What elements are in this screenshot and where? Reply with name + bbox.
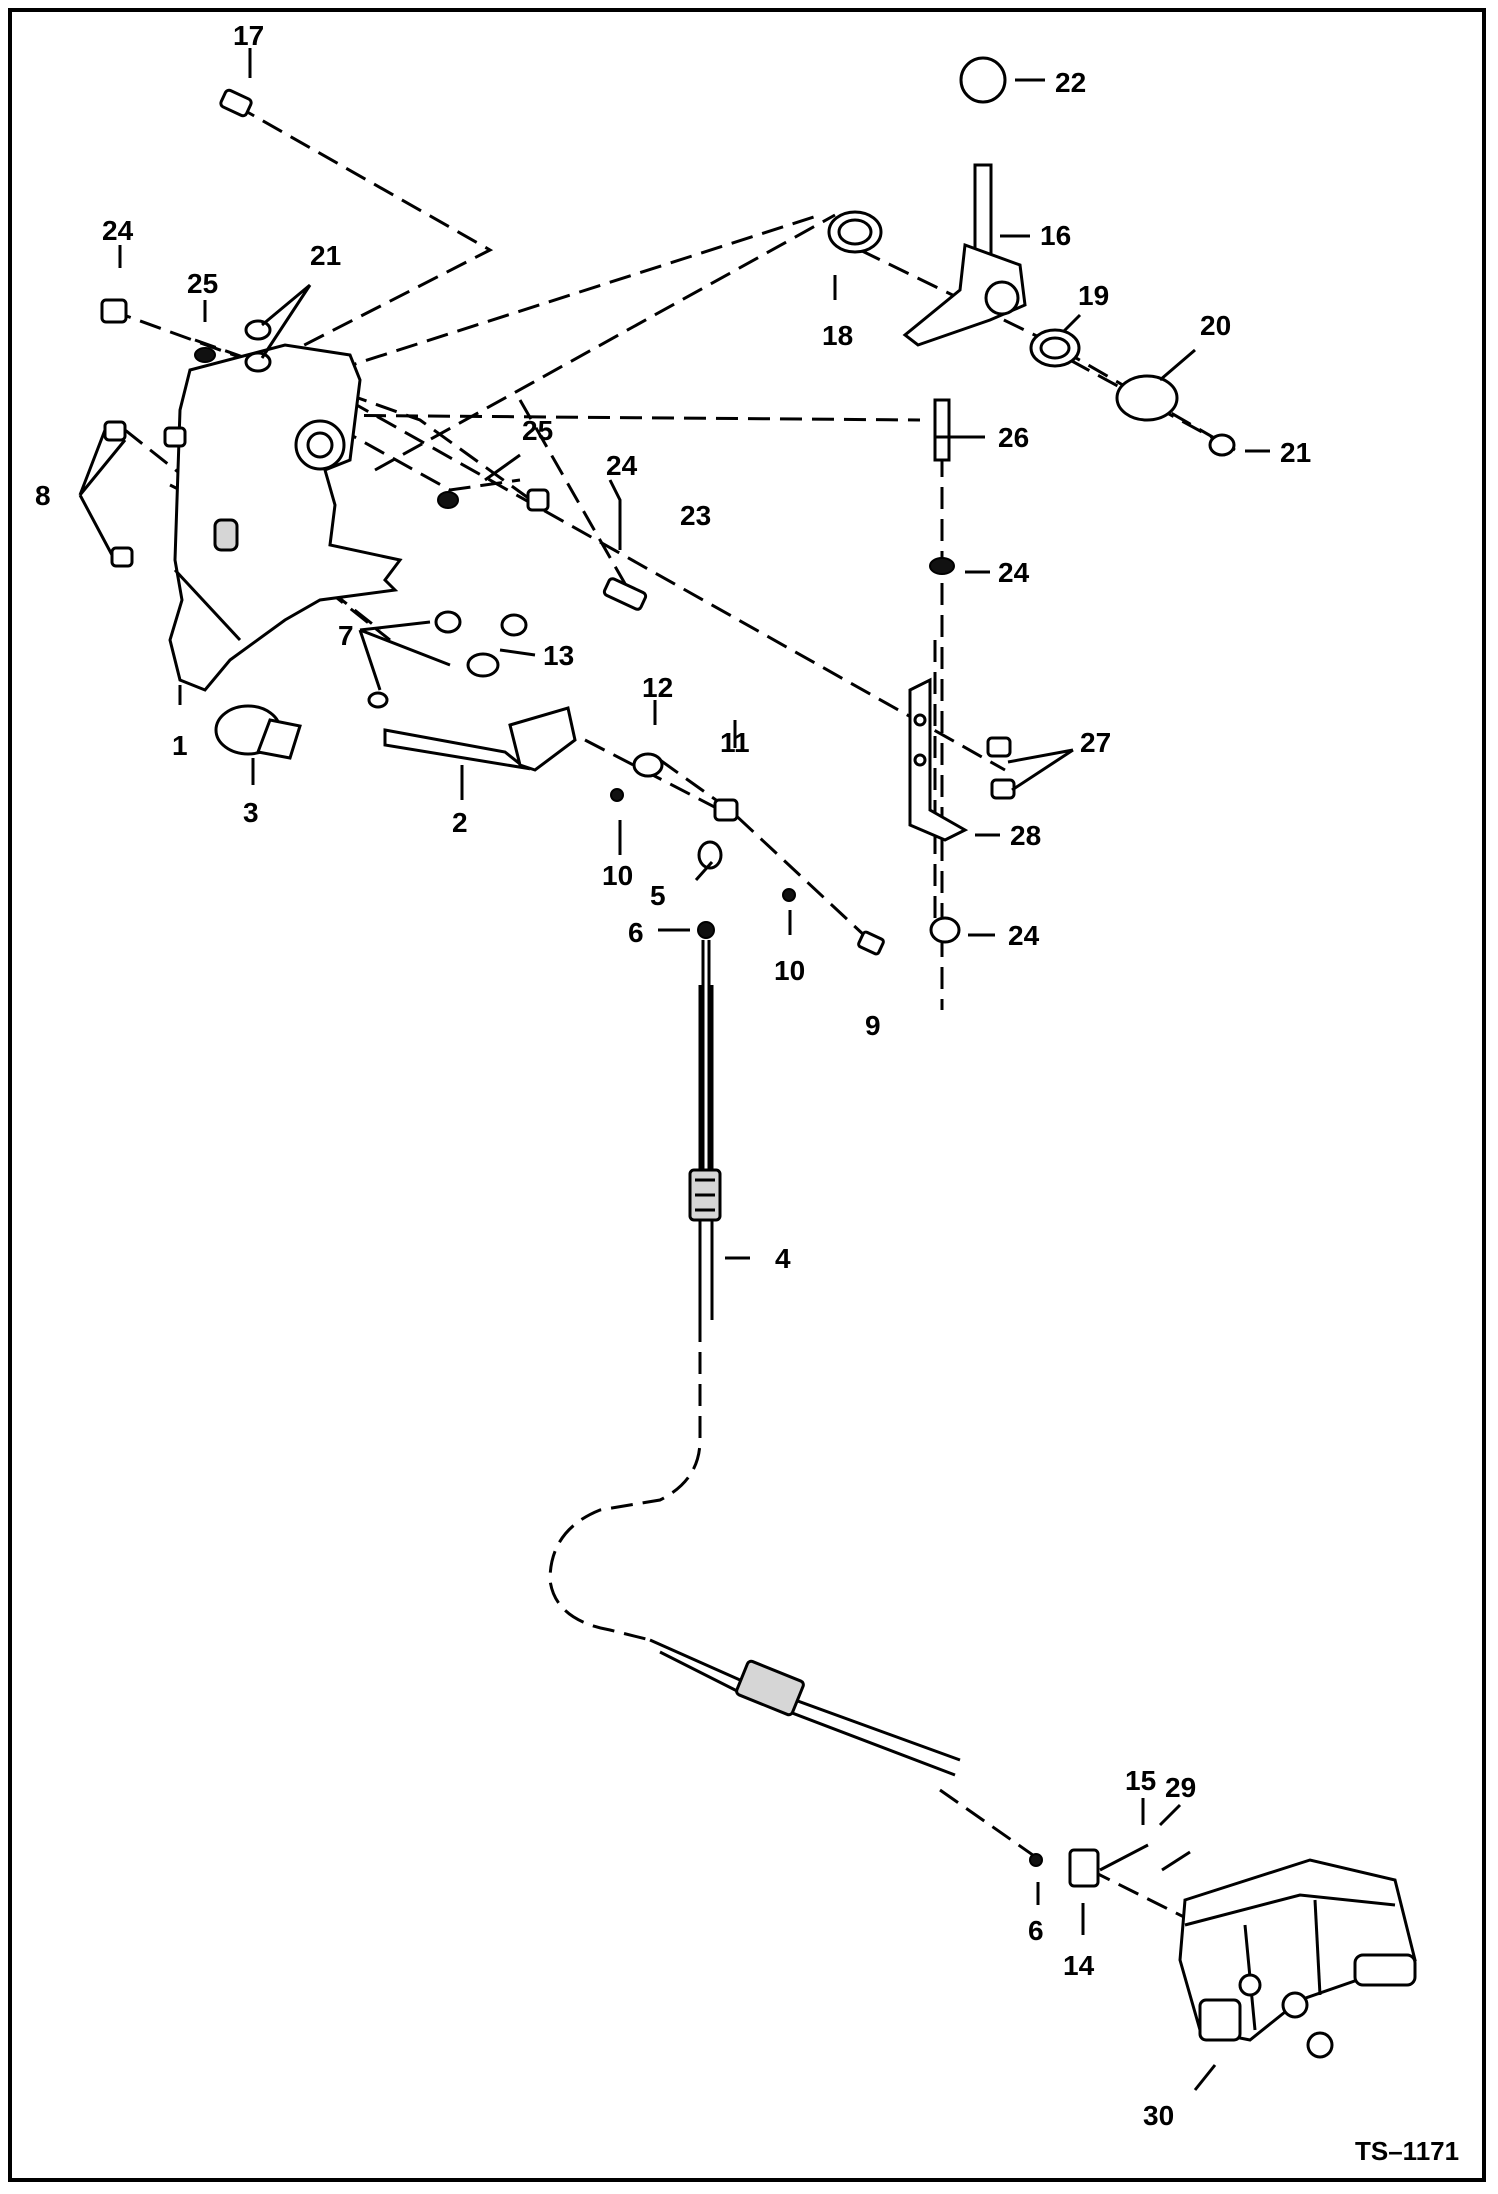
callout-24-c: 24 xyxy=(606,450,638,481)
callout-25-a: 25 xyxy=(187,268,218,299)
callout-8: 8 xyxy=(35,480,51,511)
lever-assembly xyxy=(214,704,577,772)
control-cable xyxy=(649,940,961,1777)
callout-13: 13 xyxy=(543,640,574,671)
drawing-reference: TS–1171 xyxy=(1355,2136,1459,2166)
callout-6-b: 6 xyxy=(1028,1915,1044,1946)
control-valve xyxy=(1178,1858,1417,2059)
callout-3: 3 xyxy=(243,797,259,828)
callout-14: 14 xyxy=(1063,1950,1095,1981)
callout-15: 15 xyxy=(1125,1765,1156,1796)
mounting-plate xyxy=(168,343,403,692)
callout-5: 5 xyxy=(650,880,666,911)
callout-30: 30 xyxy=(1143,2100,1174,2131)
callout-10-a: 10 xyxy=(602,860,633,891)
callout-1: 1 xyxy=(172,730,188,761)
shift-lever xyxy=(827,56,1179,422)
callout-labels: 17 24 25 21 8 22 16 18 19 20 21 26 24 25… xyxy=(35,20,1311,2131)
callout-18: 18 xyxy=(822,320,853,351)
callout-24-a: 24 xyxy=(102,215,134,246)
callout-4: 4 xyxy=(775,1243,791,1274)
callout-22: 22 xyxy=(1055,67,1086,98)
callout-11: 11 xyxy=(720,727,750,758)
callout-2: 2 xyxy=(452,807,468,838)
bracket xyxy=(908,677,969,842)
callout-7: 7 xyxy=(338,620,354,651)
callout-24-d: 24 xyxy=(1008,920,1040,951)
callout-25-b: 25 xyxy=(522,415,553,446)
callout-6-a: 6 xyxy=(628,917,644,948)
callout-16: 16 xyxy=(1040,220,1071,251)
callout-17: 17 xyxy=(233,20,264,51)
callout-23: 23 xyxy=(680,500,711,531)
callout-12: 12 xyxy=(642,672,673,703)
callout-24-b: 24 xyxy=(998,557,1030,588)
callout-19: 19 xyxy=(1078,280,1109,311)
callout-20: 20 xyxy=(1200,310,1231,341)
callout-9: 9 xyxy=(865,1010,881,1041)
callout-21-b: 21 xyxy=(1280,437,1311,468)
leader-lines xyxy=(78,48,1270,2091)
callout-26: 26 xyxy=(998,422,1029,453)
hardware xyxy=(100,88,1236,1888)
callout-29: 29 xyxy=(1165,1772,1196,1803)
callout-28: 28 xyxy=(1010,820,1041,851)
callout-10-b: 10 xyxy=(774,955,805,986)
callout-27: 27 xyxy=(1080,727,1111,758)
callout-21-a: 21 xyxy=(310,240,341,271)
